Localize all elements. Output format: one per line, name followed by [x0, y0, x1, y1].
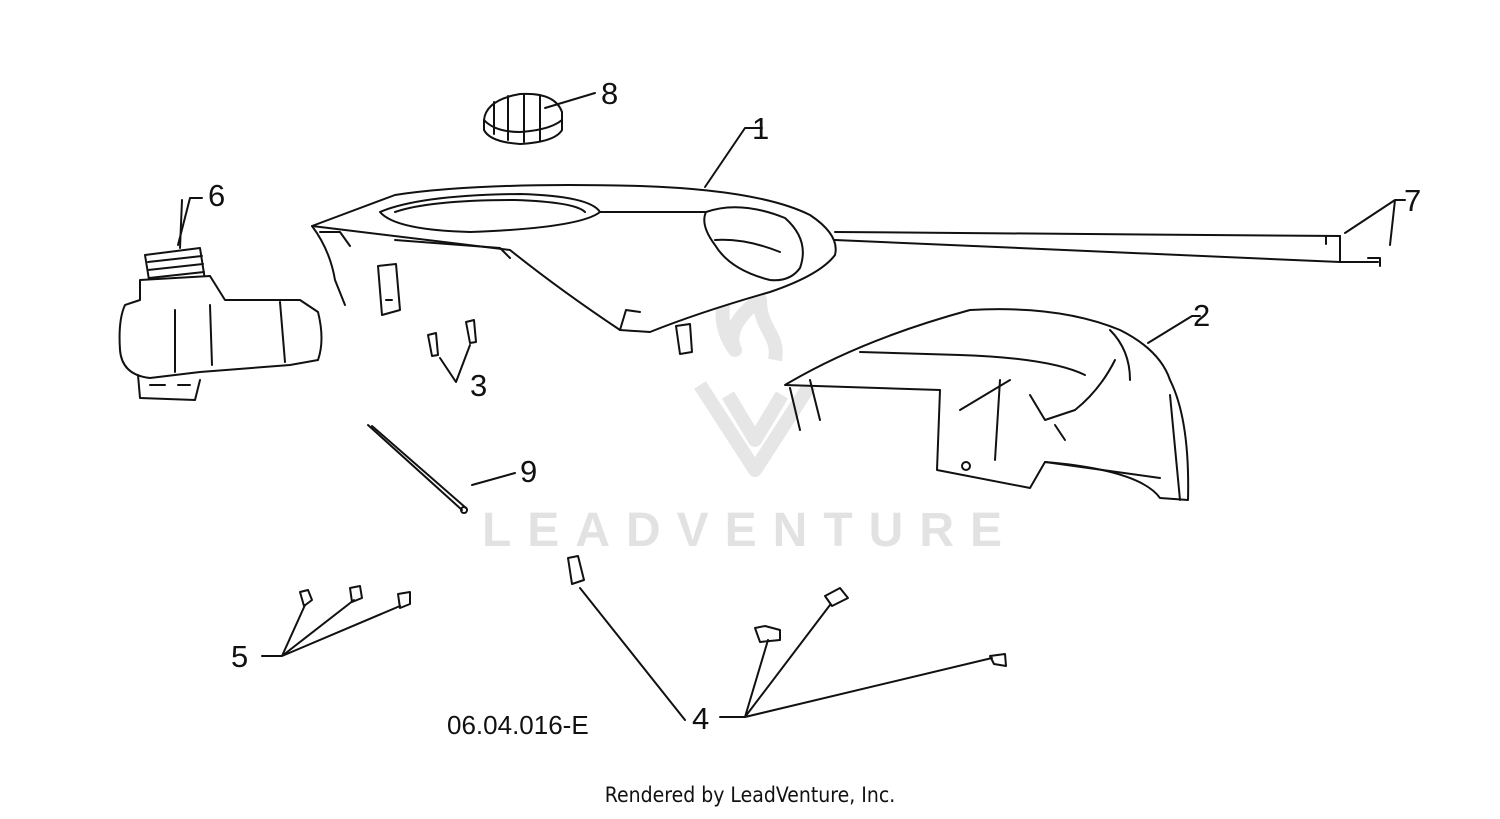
part-3-pins	[427, 319, 477, 383]
callout-1: 1	[752, 111, 770, 146]
part-9-rod	[367, 424, 516, 514]
part-8-cap	[483, 92, 596, 145]
render-credit: Rendered by LeadVenture, Inc.	[604, 783, 896, 807]
part-4-clips	[567, 555, 1007, 721]
diagram-code: 06.04.016-E	[447, 710, 589, 740]
callout-9: 9	[520, 454, 538, 489]
part-6-bulb-housing	[118, 199, 323, 401]
callout-2: 2	[1193, 298, 1211, 333]
callout-4: 4	[692, 701, 710, 736]
watermark-text: LEADVENTURE	[481, 504, 1019, 557]
part-2-side-panel	[784, 308, 1190, 501]
callout-7: 7	[1404, 183, 1422, 218]
part-5-clips	[261, 585, 411, 657]
part-1-shroud	[311, 184, 1381, 355]
callout-5: 5	[231, 639, 249, 674]
callout-3: 3	[470, 368, 488, 403]
callout-6: 6	[208, 178, 226, 213]
callout-8: 8	[601, 76, 619, 111]
